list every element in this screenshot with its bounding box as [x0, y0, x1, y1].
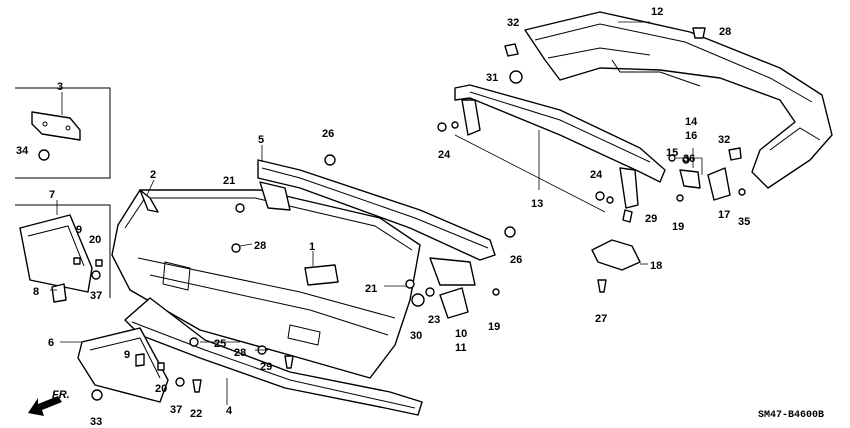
front-direction-arrow: FR. [28, 389, 70, 416]
callout-6: 6 [48, 337, 54, 349]
callout-15: 15 [666, 147, 678, 159]
callout-2: 2 [150, 169, 156, 181]
fasteners [38, 27, 746, 401]
callout-31: 31 [486, 72, 498, 84]
callout-3: 3 [57, 81, 63, 93]
direction-label: FR. [52, 389, 70, 401]
callout-1: 1 [309, 241, 315, 253]
callout-30: 30 [410, 330, 422, 342]
bracket-3[interactable] [31, 111, 81, 141]
license-bracket-front[interactable] [77, 327, 169, 403]
callout-34: 34 [16, 145, 29, 157]
callout-16: 16 [685, 130, 697, 142]
callout-35: 35 [738, 216, 750, 228]
callout-4: 4 [226, 405, 233, 417]
callout-19b: 19 [672, 221, 684, 233]
rear-side-bracket[interactable] [591, 239, 641, 271]
callout-27: 27 [595, 313, 607, 325]
callout-32b: 32 [718, 134, 730, 146]
rear-bumper-beam[interactable] [454, 84, 666, 209]
diagram-code: SM47-B4600B [758, 410, 824, 421]
callout-11: 11 [455, 342, 467, 354]
callout-5: 5 [258, 134, 264, 146]
callout-9a: 9 [76, 224, 82, 236]
callout-29a: 29 [260, 361, 272, 373]
callout-28a: 28 [254, 240, 266, 252]
callout-19a: 19 [488, 321, 500, 333]
inset-frames [15, 87, 111, 298]
callout-25: 25 [214, 338, 226, 350]
grille-insert[interactable] [304, 264, 339, 286]
callout-20b: 20 [155, 383, 167, 395]
callout-24b: 24 [590, 169, 603, 181]
callout-21b: 21 [365, 283, 377, 295]
callout-24a: 24 [438, 149, 451, 161]
front-spoiler[interactable] [124, 297, 423, 416]
callout-8: 8 [33, 286, 39, 298]
callout-28b: 28 [234, 347, 246, 359]
rear-spacer-14[interactable] [679, 169, 701, 189]
callout-22: 22 [190, 408, 202, 420]
rear-bumper-face[interactable] [524, 11, 833, 189]
callout-9b: 9 [124, 349, 130, 361]
callout-29b: 29 [645, 213, 657, 225]
callout-26a: 26 [322, 128, 334, 140]
callout-13: 13 [531, 198, 543, 210]
callout-36: 36 [683, 153, 695, 165]
callout-20a: 20 [89, 234, 101, 246]
side-bracket-10[interactable] [439, 287, 469, 319]
side-bracket-17[interactable] [707, 167, 731, 201]
callout-33: 33 [90, 416, 102, 428]
callout-23: 23 [428, 314, 440, 326]
leader-lines [50, 21, 703, 405]
callout-14: 14 [685, 116, 698, 128]
callout-26b: 26 [510, 254, 522, 266]
callout-18: 18 [650, 260, 662, 272]
callout-12: 12 [651, 6, 663, 18]
callout-37b: 37 [170, 404, 182, 416]
callout-32a: 32 [507, 17, 519, 29]
front-bumper-face[interactable] [111, 189, 421, 379]
callout-17: 17 [718, 209, 730, 221]
callout-28c: 28 [719, 26, 731, 38]
callout-7: 7 [49, 189, 55, 201]
callout-10: 10 [455, 328, 467, 340]
callout-21a: 21 [223, 175, 235, 187]
front-bumper-beam[interactable] [257, 159, 496, 286]
license-bracket-7[interactable] [19, 214, 93, 293]
callout-37a: 37 [90, 290, 102, 302]
